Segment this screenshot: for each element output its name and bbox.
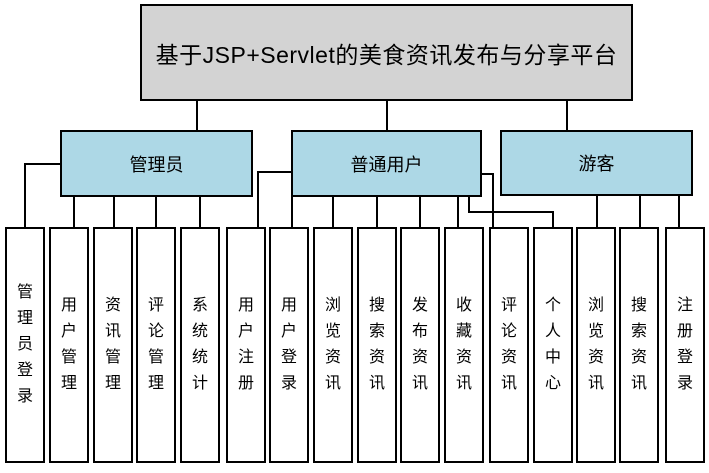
leaf-publish-news: 发 布 资 讯 [400,227,440,463]
leaf-comment-news: 评 论 资 讯 [489,227,529,463]
leaf-label: 用 户 管 理 [60,297,77,392]
leaf-guest-browse-news: 浏 览 资 讯 [576,227,616,463]
actor-node-admin: 管理员 [60,130,253,197]
actor-node-guest: 游客 [500,130,693,196]
actor-node-regular-user: 普通用户 [291,130,482,197]
leaf-label: 浏 览 资 讯 [587,297,604,392]
leaf-guest-search-news: 搜 索 资 讯 [619,227,659,463]
leaf-label: 评 论 管 理 [147,297,164,392]
leaf-comment-management: 评 论 管 理 [136,227,176,463]
leaf-label: 注 册 登 录 [676,297,693,392]
leaf-label: 资 讯 管 理 [104,297,121,392]
actor-guest-label: 游客 [578,154,615,174]
leaf-browse-news: 浏 览 资 讯 [313,227,353,463]
leaf-user-login: 用 户 登 录 [269,227,309,463]
leaf-user-register: 用 户 注 册 [226,227,266,463]
leaf-label: 系 统 统 计 [191,297,208,392]
leaf-label: 浏 览 资 讯 [324,297,341,392]
leaf-favorite-news: 收 藏 资 讯 [444,227,484,463]
leaf-label: 评 论 资 讯 [500,297,517,392]
leaf-label: 管 理 员 登 录 [16,284,33,405]
leaf-label: 发 布 资 讯 [411,297,428,392]
leaf-system-statistics: 系 统 统 计 [180,227,220,463]
leaf-label: 收 藏 资 讯 [455,297,472,392]
leaf-news-management: 资 讯 管 理 [93,227,133,463]
root-node-label: 基于JSP+Servlet的美食资讯发布与分享平台 [155,41,618,68]
leaf-label: 用 户 注 册 [237,297,254,392]
leaf-admin-login: 管 理 员 登 录 [5,227,45,463]
root-node: 基于JSP+Servlet的美食资讯发布与分享平台 [140,4,633,101]
leaf-register-login: 注 册 登 录 [665,227,705,463]
leaf-user-management: 用 户 管 理 [49,227,89,463]
leaf-label: 搜 索 资 讯 [630,297,647,392]
connector-path [24,100,680,229]
leaf-label: 个 人 中 心 [544,297,561,392]
actor-user-label: 普通用户 [350,154,423,175]
leaf-label: 用 户 登 录 [280,297,297,392]
leaf-search-news: 搜 索 资 讯 [357,227,397,463]
leaf-label: 搜 索 资 讯 [368,297,385,392]
leaf-personal-center: 个 人 中 心 [533,227,573,463]
actor-admin-label: 管理员 [129,154,184,175]
